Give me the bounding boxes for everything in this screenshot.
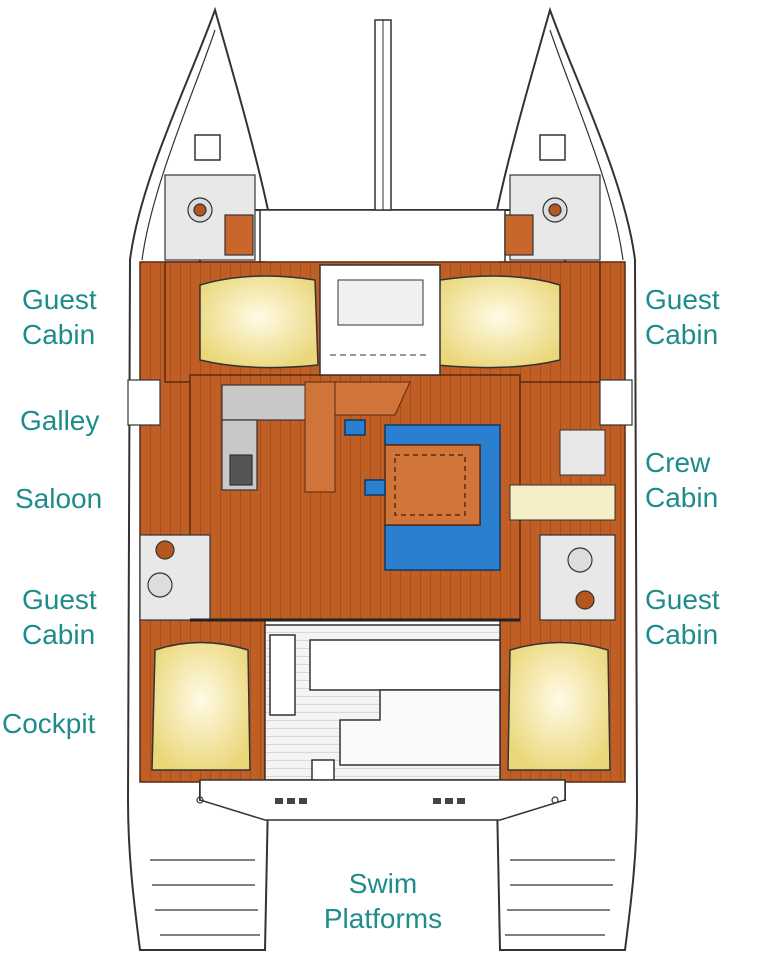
- label-line: Swim: [348, 868, 418, 899]
- label-line: Guest: [645, 284, 720, 315]
- label-guest-cabin-stbd-aft: Guest Cabin: [645, 582, 720, 652]
- label-line: Guest: [22, 584, 97, 615]
- label-line: Cabin: [645, 619, 719, 650]
- label-galley: Galley: [20, 405, 100, 436]
- label-crew-cabin: Crew Cabin: [645, 445, 718, 515]
- label-guest-cabin-port-aft: Guest Cabin: [22, 582, 97, 652]
- label-cockpit: Cockpit: [2, 708, 96, 739]
- swim-platform-steps: [150, 796, 615, 936]
- label-line: Guest: [645, 584, 720, 615]
- label-guest-cabin-stbd-fwd: Guest Cabin: [645, 282, 720, 352]
- label-line: Guest: [22, 284, 97, 315]
- galley-counter: [127, 379, 633, 491]
- crew-cabin-berth: [509, 484, 616, 521]
- label-line: Cabin: [645, 319, 719, 350]
- label-guest-cabin-port-fwd: Guest Cabin: [22, 282, 97, 352]
- label-swim-platforms: Swim Platforms: [283, 866, 483, 936]
- label-line: Cabin: [22, 319, 96, 350]
- forward-trampoline-beam: [259, 209, 506, 266]
- label-line: Cabin: [645, 482, 719, 513]
- forward-heads: [164, 174, 601, 261]
- saloon-seating: [344, 419, 501, 571]
- label-saloon: Saloon: [15, 483, 103, 514]
- label-line: Cabin: [22, 619, 96, 650]
- label-line: Platforms: [323, 903, 443, 934]
- beds: [151, 275, 611, 771]
- cockpit-area: [264, 624, 501, 781]
- label-line: Crew: [645, 447, 711, 478]
